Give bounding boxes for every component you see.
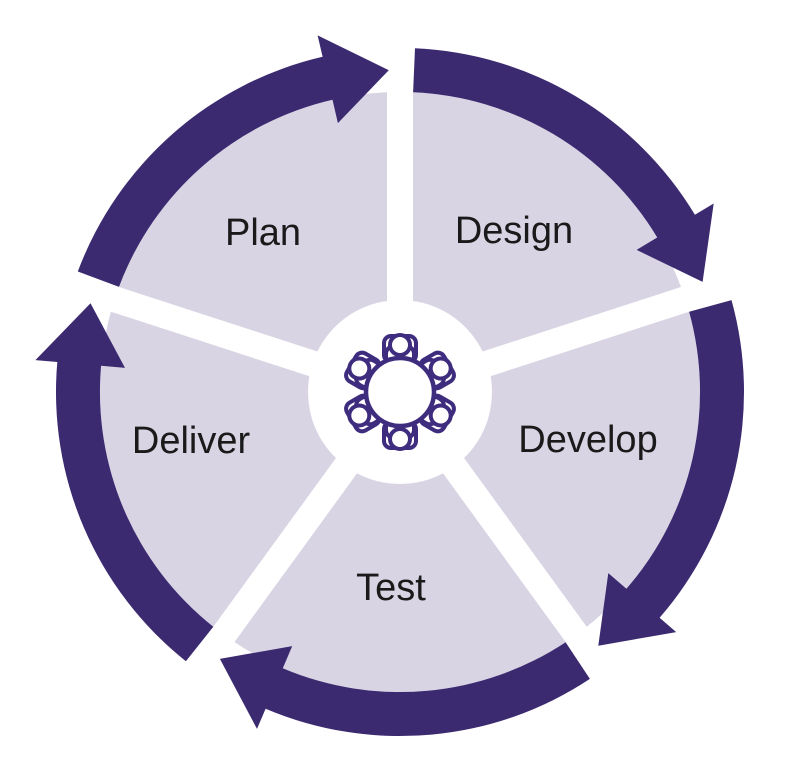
- segment-labels: Plan Design Develop Test Deliver: [132, 210, 658, 609]
- arrow-test-to-deliver: [219, 642, 590, 737]
- arrow-deliver-to-plan: [35, 303, 214, 662]
- segment-test: [234, 448, 566, 692]
- segment-label-test: Test: [356, 567, 426, 609]
- segment-plan: [119, 92, 387, 362]
- arrow-develop-to-test: [598, 300, 745, 646]
- arrow-plan-to-design: [77, 35, 389, 287]
- segment-develop: [445, 311, 701, 627]
- segment-design: [413, 92, 681, 362]
- segment-label-deliver: Deliver: [132, 420, 251, 462]
- segment-wedges: [99, 92, 701, 692]
- segment-deliver: [99, 311, 355, 627]
- segment-label-plan: Plan: [225, 212, 301, 254]
- round-table-icon: [363, 355, 437, 429]
- segment-label-design: Design: [455, 210, 573, 252]
- segment-label-develop: Develop: [518, 419, 657, 461]
- arrow-design-to-develop: [413, 48, 714, 282]
- team-meeting-round-table-icon: [344, 333, 456, 451]
- ring-arrows: [35, 35, 745, 737]
